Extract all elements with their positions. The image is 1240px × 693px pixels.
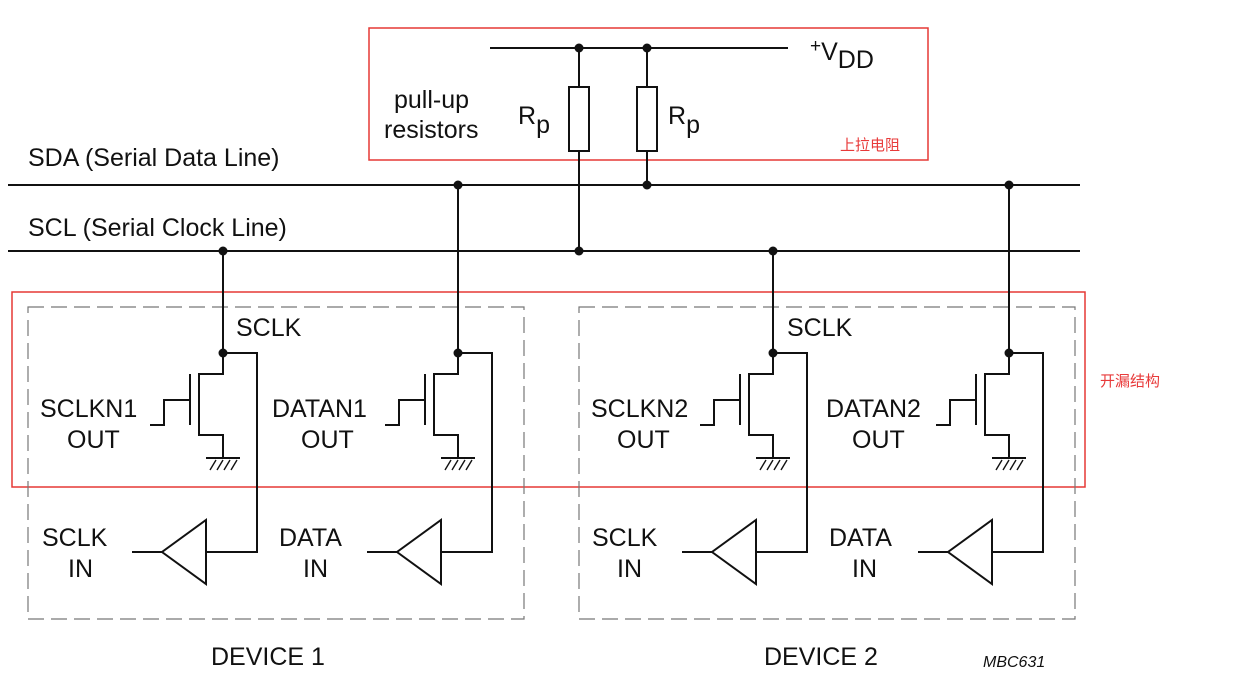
- device-2-data-wire: [992, 185, 1044, 553]
- device-1-data-in-line1: DATA: [279, 524, 342, 552]
- device-1-clk-transistor: [150, 353, 240, 471]
- device-1-sclk-label: SCLK: [236, 314, 302, 342]
- device-1-clk-out-line1: SCLKN1: [40, 395, 137, 423]
- device-1-sclk-wire: [206, 251, 258, 553]
- device-1-data-out-line2: OUT: [301, 426, 354, 454]
- device-1-clk-out-line2: OUT: [67, 426, 120, 454]
- device-1-clk-buffer: [160, 518, 207, 586]
- device-2-clk-in-line2: IN: [617, 555, 642, 583]
- device-2: DEVICE 2 SCLK SCLKN2 OUT SCLK IN DATAN2: [578, 185, 1076, 671]
- junction-scl-r1: [574, 246, 584, 256]
- junction-vdd-r1: [574, 43, 584, 53]
- vdd-label: +VDD: [810, 36, 874, 74]
- scl-label: SCL (Serial Clock Line): [28, 214, 287, 242]
- device-2-data-transistor: [936, 353, 1026, 471]
- device-1-clk-in-line2: IN: [68, 555, 93, 583]
- device-2-data-buffer: [946, 518, 993, 586]
- device-2-clk-buffer: [710, 518, 757, 586]
- device-2-data-in-line1: DATA: [829, 524, 892, 552]
- resistor-1: [568, 86, 590, 152]
- device-2-clk-in-line1: SCLK: [592, 524, 658, 552]
- pullup-annotation: 上拉电阻: [840, 136, 900, 154]
- device-1-data-in-line2: IN: [303, 555, 328, 583]
- device-1: DEVICE 1 SCLK SCLKN1 OUT SCLK IN DATAN1: [27, 185, 525, 671]
- device-2-data-out-line1: DATAN2: [826, 395, 921, 423]
- figure-code: MBC631: [983, 654, 1045, 671]
- device-2-sclk-label: SCLK: [787, 314, 853, 342]
- resistor-2-label: Rp: [668, 102, 700, 139]
- junction-sda-r2: [642, 180, 652, 190]
- device-2-boundary: [578, 306, 1076, 620]
- device-2-name: DEVICE 2: [764, 643, 878, 671]
- sda-label: SDA (Serial Data Line): [28, 144, 280, 172]
- open-drain-annotation: 开漏结构: [1100, 372, 1160, 390]
- device-1-data-wire: [441, 185, 493, 553]
- pullup-label-line1: pull-up: [394, 86, 469, 114]
- device-2-sclk-wire: [756, 251, 808, 553]
- device-2-clk-out-line1: SCLKN2: [591, 395, 688, 423]
- device-1-clk-in-line1: SCLK: [42, 524, 108, 552]
- device-2-data-out-line2: OUT: [852, 426, 905, 454]
- pullup-label-line2: resistors: [384, 116, 478, 144]
- device-1-data-out-line1: DATAN1: [272, 395, 367, 423]
- device-1-data-transistor: [385, 353, 475, 471]
- open-drain-highlight-box: [11, 291, 1086, 488]
- junction-vdd-r2: [642, 43, 652, 53]
- device-1-name: DEVICE 1: [211, 643, 325, 671]
- device-1-boundary: [27, 306, 525, 620]
- device-2-data-in-line2: IN: [852, 555, 877, 583]
- pullup-highlight-box: [368, 27, 929, 161]
- device-2-clk-out-line2: OUT: [617, 426, 670, 454]
- resistor-2: [636, 86, 658, 152]
- resistor-1-label: Rp: [518, 102, 550, 139]
- device-2-clk-transistor: [700, 353, 790, 471]
- device-1-data-buffer: [395, 518, 442, 586]
